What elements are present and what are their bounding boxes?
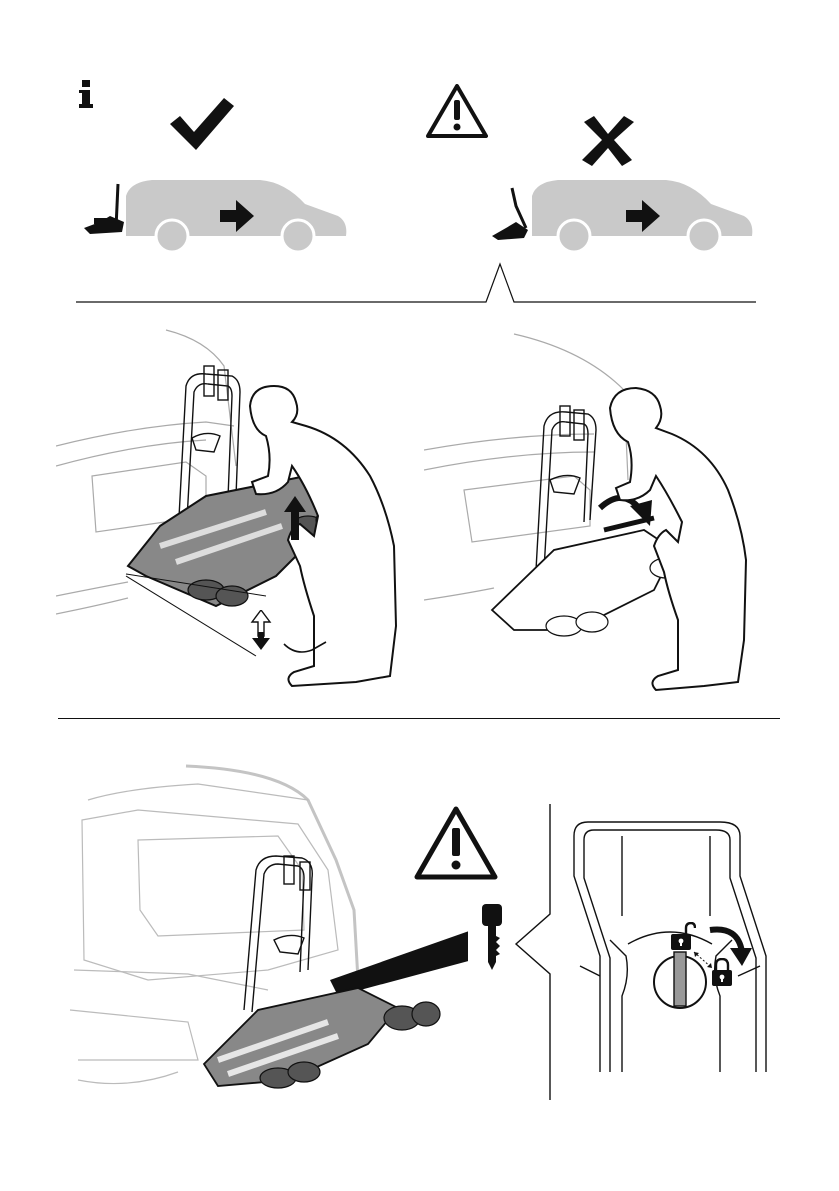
tilt-arrow-icon — [250, 610, 272, 650]
warning-icon — [414, 806, 498, 880]
car-correct — [80, 176, 350, 254]
checkmark-icon — [168, 96, 236, 152]
illustration-locked-carrier — [68, 760, 468, 1120]
illustration-lift-carrier — [56, 326, 406, 696]
section-divider — [58, 718, 780, 719]
car-wrong — [486, 176, 756, 254]
cross-icon — [580, 114, 636, 166]
warning-icon — [426, 84, 488, 138]
info-icon — [78, 80, 94, 110]
callout-divider — [0, 258, 839, 308]
unlock-icon — [670, 922, 696, 952]
illustration-tilt-carrier — [424, 330, 784, 700]
callout-bracket — [508, 804, 556, 1104]
carrier-raised-icon — [492, 188, 528, 240]
lift-arrow-icon — [284, 496, 306, 540]
carrier-tilted-icon — [84, 184, 124, 234]
turn-arrow-icon — [708, 922, 752, 968]
key-icon — [480, 904, 504, 970]
rotation-indicator — [692, 950, 714, 970]
